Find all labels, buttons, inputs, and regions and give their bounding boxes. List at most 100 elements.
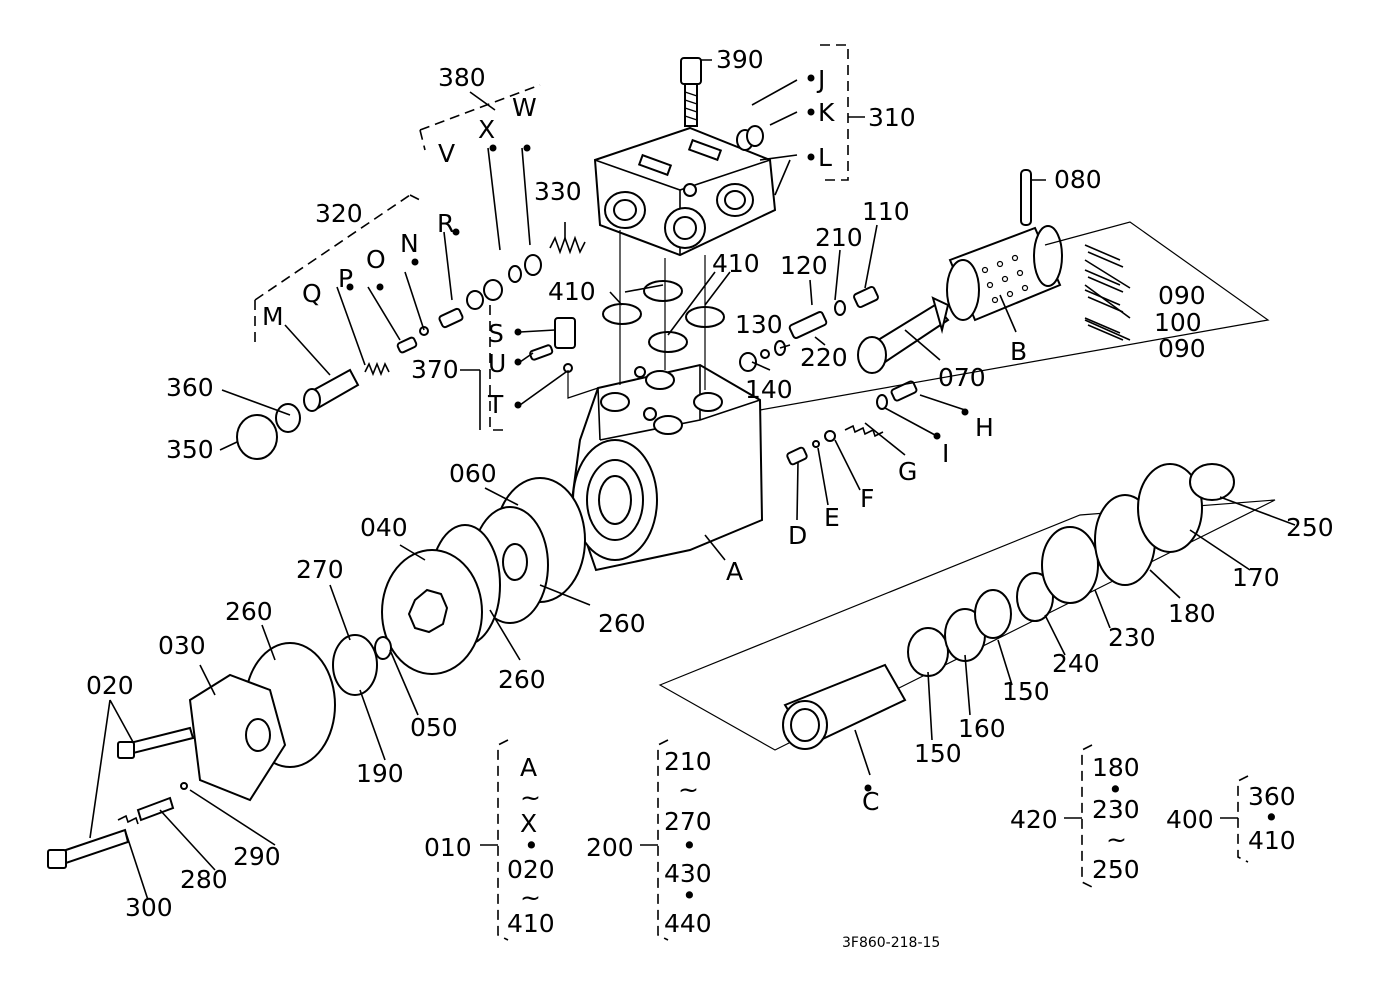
group-010-item: 410: [507, 909, 555, 938]
bolt-390: [680, 57, 702, 127]
group-400-code: 400: [1166, 805, 1214, 834]
group-200-item: •: [682, 881, 697, 910]
label-040: 040: [360, 513, 408, 542]
top-cover: [593, 126, 777, 257]
group-420-item: •: [1108, 775, 1123, 804]
label-290: 290: [233, 842, 281, 871]
label-050: 050: [410, 713, 458, 742]
group-010-item: •: [524, 831, 539, 860]
label-R: R: [437, 209, 454, 238]
group-400-item: •: [1264, 803, 1279, 832]
label-090-b: 090: [1158, 334, 1206, 363]
label-280: 280: [180, 865, 228, 894]
group-010-code: 010: [424, 833, 472, 862]
centering-springs: [1084, 244, 1124, 341]
housing-body: [570, 363, 764, 572]
label-250: 250: [1286, 513, 1334, 542]
label-170: 170: [1232, 563, 1280, 592]
label-190: 190: [356, 759, 404, 788]
label-C: C: [862, 787, 879, 816]
group-420-item: 250: [1092, 855, 1140, 884]
label-130: 130: [735, 310, 783, 339]
label-240: 240: [1052, 649, 1100, 678]
label-260-b: 260: [598, 609, 646, 638]
group-420-code: 420: [1010, 805, 1058, 834]
group-200-item: ~: [678, 775, 699, 804]
drawing-code: 3F860-218-15: [842, 935, 940, 951]
gerotor-assembly: [47, 477, 586, 869]
guide-frames: [567, 221, 1276, 751]
group-010-item: A: [520, 753, 537, 782]
group-brackets: [480, 739, 1249, 941]
label-100: 100: [1154, 308, 1202, 337]
group-010-item: 020: [507, 855, 555, 884]
group-420-item: 230: [1092, 795, 1140, 824]
label-X: X: [478, 115, 495, 144]
spool-sleeve: [857, 169, 1063, 374]
leader-lines: [89, 59, 1296, 901]
label-T: T: [487, 390, 504, 419]
label-370: 370: [411, 355, 459, 384]
group-notes: 010 A ~ X • 020 ~ 410 200 210 ~ 270 • 43…: [424, 747, 1296, 938]
label-D: D: [788, 521, 807, 550]
label-080: 080: [1054, 165, 1102, 194]
label-320: 320: [315, 199, 363, 228]
group-200-item: 210: [664, 747, 712, 776]
label-A: A: [726, 557, 743, 586]
label-J: J: [816, 65, 825, 94]
label-300: 300: [125, 893, 173, 922]
label-180: 180: [1168, 599, 1216, 628]
label-140: 140: [745, 375, 793, 404]
label-O: O: [366, 245, 386, 274]
label-070: 070: [938, 363, 986, 392]
label-U: U: [488, 349, 506, 378]
label-410-b: 410: [712, 249, 760, 278]
group-200-item: 270: [664, 807, 712, 836]
group-010-item: ~: [520, 783, 541, 812]
relief-valve-parts: [236, 235, 586, 460]
column-ring-assembly: [782, 463, 1235, 750]
label-090-a: 090: [1158, 281, 1206, 310]
label-220: 220: [800, 343, 848, 372]
label-B: B: [1010, 337, 1027, 366]
group-010-item: ~: [520, 883, 541, 912]
label-390: 390: [716, 45, 764, 74]
label-160: 160: [958, 714, 1006, 743]
label-W: W: [512, 93, 537, 122]
label-Q: Q: [302, 279, 322, 308]
label-I: I: [942, 439, 949, 468]
group-010-item: X: [520, 809, 537, 838]
label-110: 110: [862, 197, 910, 226]
label-150-b: 150: [914, 739, 962, 768]
label-030: 030: [158, 631, 206, 660]
group-200-code: 200: [586, 833, 634, 862]
plug-k: [736, 125, 764, 151]
label-330: 330: [534, 177, 582, 206]
parts-drawing: [47, 44, 1296, 941]
label-F: F: [860, 484, 874, 513]
label-310: 310: [868, 103, 916, 132]
group-420-item: 180: [1092, 753, 1140, 782]
valve-insert: [529, 317, 576, 373]
label-H: H: [975, 413, 994, 442]
group-200-item: •: [682, 831, 697, 860]
label-E: E: [824, 503, 840, 532]
label-120: 120: [780, 251, 828, 280]
label-V: V: [438, 139, 455, 168]
label-380: 380: [438, 63, 486, 92]
label-360: 360: [166, 373, 214, 402]
group-200-item: 440: [664, 909, 712, 938]
label-K: K: [818, 98, 835, 127]
group-400-item: 360: [1248, 782, 1296, 811]
leader-dots: [346, 74, 969, 792]
label-410-a: 410: [548, 277, 596, 306]
label-060: 060: [449, 459, 497, 488]
label-L: L: [818, 143, 832, 172]
part-labels: 380 390 J K 310 L X W V 330 320 R N O P …: [86, 45, 1334, 922]
label-270: 270: [296, 555, 344, 584]
label-G: G: [898, 457, 917, 486]
label-230: 230: [1108, 623, 1156, 652]
label-150-a: 150: [1002, 677, 1050, 706]
label-260-a: 260: [225, 597, 273, 626]
